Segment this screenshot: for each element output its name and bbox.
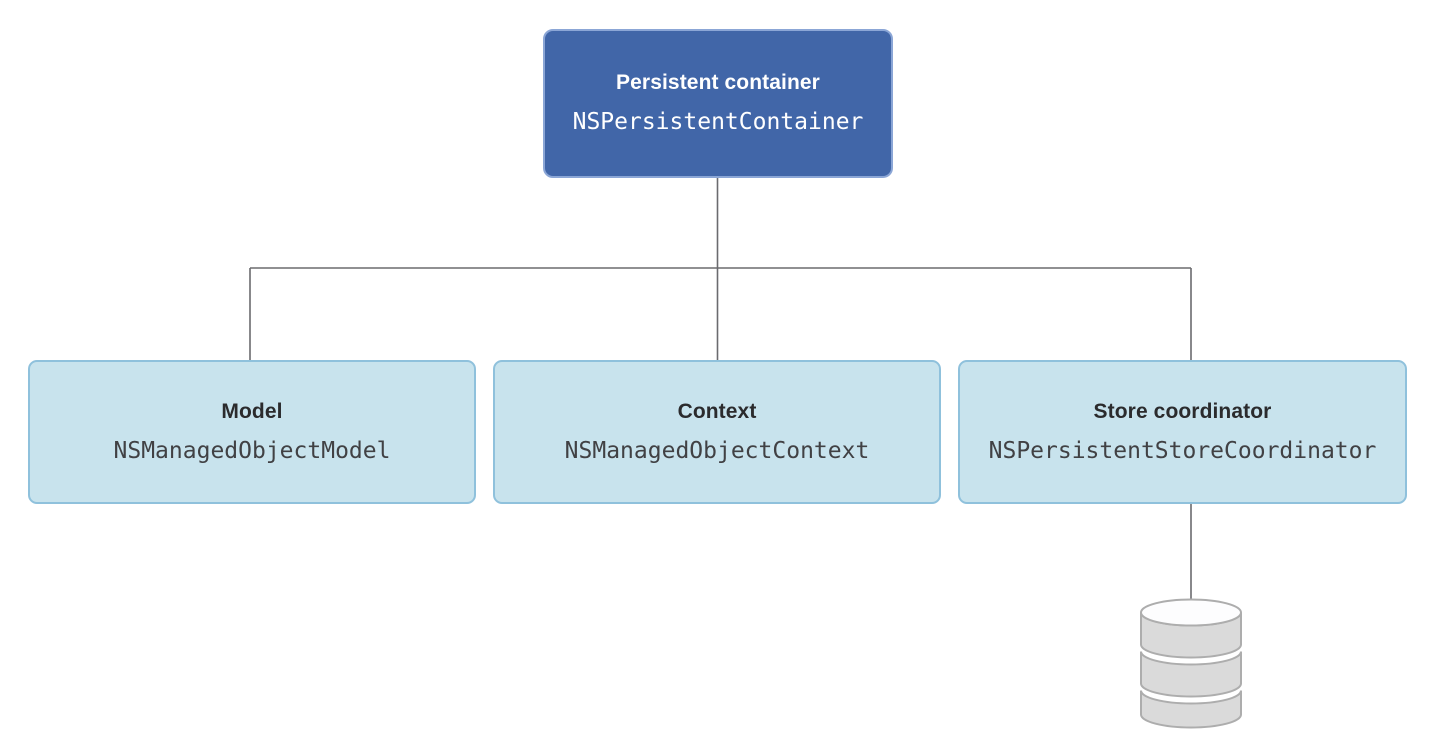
store-coordinator-title: Store coordinator [1093, 399, 1272, 423]
node-model: Model NSManagedObjectModel [28, 360, 476, 504]
database-cylinder-icon [1140, 598, 1242, 729]
store-coordinator-class-name: NSPersistentStoreCoordinator [988, 437, 1377, 464]
persistent-container-class-name: NSPersistentContainer [572, 109, 864, 136]
model-title: Model [221, 399, 283, 423]
context-class-name: NSManagedObjectContext [564, 437, 870, 464]
database-band-bottom [1140, 690, 1242, 729]
model-class-name: NSManagedObjectModel [113, 437, 391, 464]
node-context: Context NSManagedObjectContext [493, 360, 941, 504]
node-persistent-container: Persistent container NSPersistentContain… [543, 29, 893, 178]
persistent-container-title: Persistent container [616, 71, 820, 95]
database-band-middle [1140, 651, 1242, 698]
node-store-coordinator: Store coordinator NSPersistentStoreCoord… [958, 360, 1407, 504]
database-top-ellipse [1140, 598, 1242, 627]
context-title: Context [677, 399, 757, 423]
